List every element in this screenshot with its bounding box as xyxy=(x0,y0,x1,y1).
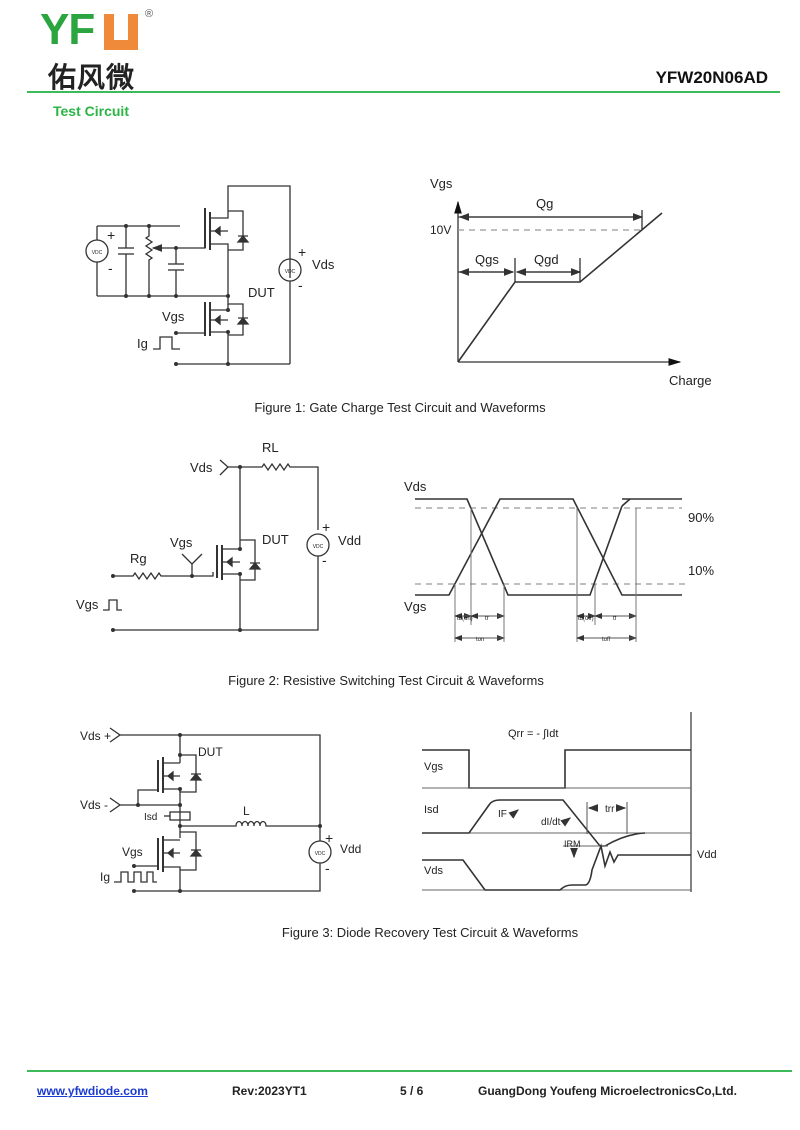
fig3-vgs-label: Vgs xyxy=(122,845,143,859)
figure1-caption: Figure 1: Gate Charge Test Circuit and W… xyxy=(254,400,546,415)
svg-text:-: - xyxy=(325,860,330,876)
fig3-vds-curve xyxy=(422,843,691,891)
fig2-tr-label: tr xyxy=(485,616,489,622)
fig2-tf-label: tf xyxy=(613,616,617,622)
fig2-tdoff-label: td(off) xyxy=(578,616,594,622)
fig1-vdc-source xyxy=(85,239,109,263)
fig3-trr-label: trr xyxy=(605,804,615,815)
fig3-l-label: L xyxy=(243,804,250,818)
fig2-90-label: 90% xyxy=(688,510,714,525)
fig1-plus: + xyxy=(107,227,115,243)
fig2-tdon-label: td(on) xyxy=(457,616,473,622)
fig2-vgs-pulse-label: Vgs xyxy=(76,597,99,612)
figure3-caption: Figure 3: Diode Recovery Test Circuit & … xyxy=(281,925,579,940)
header-divider xyxy=(27,91,780,93)
fig3-wave-vdd-label: Vdd xyxy=(697,849,717,861)
fig2-circuit: Vds RL VDC + - Vdd DUT Rg Vgs Vgs xyxy=(76,440,361,632)
fig2-dut-label: DUT xyxy=(262,532,289,547)
fig1-vgs-curve xyxy=(457,212,663,363)
fig2-toff-label: toff xyxy=(602,637,611,643)
fig3-vgs-curve xyxy=(422,749,691,789)
svg-text:+: + xyxy=(322,519,330,535)
fig1-dut-label: DUT xyxy=(248,285,275,300)
fig3-vdd-label: Vdd xyxy=(340,842,361,856)
fig3-isd-label: Isd xyxy=(144,812,157,823)
fig2-wave-vds-label: Vds xyxy=(404,479,427,494)
website-link[interactable]: www.yfwdiode.com xyxy=(37,1084,148,1098)
logo-text: YF xyxy=(40,5,95,54)
fig3-irm-label: IRM xyxy=(564,839,581,849)
fig3-didt-label: dI/dt xyxy=(541,817,561,828)
fig2-rl-label: RL xyxy=(262,440,279,455)
logo-mark-icon xyxy=(104,14,138,50)
fig2-vds-curve xyxy=(415,498,623,596)
figure2-caption: Figure 2: Resistive Switching Test Circu… xyxy=(228,673,544,688)
revision: Rev:2023YT1 xyxy=(232,1084,307,1098)
fig2-vgs-probe-label: Vgs xyxy=(170,535,193,550)
fig3-wave-isd-label: Isd xyxy=(424,804,439,816)
fig1-qgs-label: Qgs xyxy=(475,252,499,267)
fig1-10v-label: 10V xyxy=(430,223,451,237)
fig3-wave-vgs-label: Vgs xyxy=(424,761,443,773)
fig3-isd-curve xyxy=(422,799,646,847)
svg-text:VDC: VDC xyxy=(315,851,326,857)
fig1-vdc-label: VDC xyxy=(92,250,103,256)
fig3-dut-label: DUT xyxy=(198,745,223,759)
fig3-wave-vds-label: Vds xyxy=(424,865,443,877)
part-number: YFW20N06AD xyxy=(655,68,768,87)
fig1-vds-vdc-label: VDC xyxy=(285,269,296,275)
fig2-ton-label: ton xyxy=(476,637,484,643)
fig2-10-label: 10% xyxy=(688,563,714,578)
fig1-minus: - xyxy=(108,260,113,276)
svg-text:+: + xyxy=(298,244,306,260)
fig1-circuit: VDC + - VDC + - Vds DU xyxy=(85,185,335,366)
fig1-qg-label: Qg xyxy=(536,196,553,211)
fig1-qgd-label: Qgd xyxy=(534,252,559,267)
svg-text:+: + xyxy=(325,830,333,846)
svg-text:-: - xyxy=(298,277,303,293)
fig1-gate-charge-waveform: Vgs Charge 10V Qg Qgs Qgd xyxy=(430,176,712,388)
section-title: Test Circuit xyxy=(53,103,129,119)
fig2-vdd-label: Vdd xyxy=(338,533,361,548)
fig2-vds-label: Vds xyxy=(190,460,213,475)
fig3-vds-plus-label: Vds + xyxy=(80,729,111,743)
svg-text:-: - xyxy=(322,552,327,568)
fig3-ig-label: Ig xyxy=(100,870,110,884)
company-name: GuangDong Youfeng MicroelectronicsCo,Ltd… xyxy=(478,1084,737,1098)
fig1-vgs-label: Vgs xyxy=(162,309,185,324)
fig3-circuit: Vds + Vds - DUT Isd L VDC + - Vdd Vgs xyxy=(80,727,361,893)
fig1-x-label: Charge xyxy=(669,373,712,388)
logo-chinese-name: 佑风微 xyxy=(48,61,136,94)
fig1-vds-label: Vds xyxy=(312,257,335,272)
registered-mark: ® xyxy=(145,8,154,20)
fig1-ig-label: Ig xyxy=(137,336,148,351)
fig3-diode-recovery-waveform: Qrr = - ∫Idt Vgs Isd IF dI/dt trr IRM Vd… xyxy=(422,712,717,892)
fig2-rg-label: Rg xyxy=(130,551,147,566)
page-number: 5 / 6 xyxy=(400,1084,424,1098)
footer-divider xyxy=(27,1070,792,1072)
fig3-if-label: IF xyxy=(498,809,507,820)
fig3-qrr-formula: Qrr = - ∫Idt xyxy=(508,728,558,740)
fig2-switching-waveform: Vds Vgs 90% 10% td(on) xyxy=(404,479,714,643)
fig1-y-label: Vgs xyxy=(430,176,453,191)
fig3-vds-minus-label: Vds - xyxy=(80,798,108,812)
svg-text:VDC: VDC xyxy=(313,544,324,550)
fig2-wave-vgs-label: Vgs xyxy=(404,599,427,614)
fig2-vgs-curve xyxy=(415,498,682,596)
